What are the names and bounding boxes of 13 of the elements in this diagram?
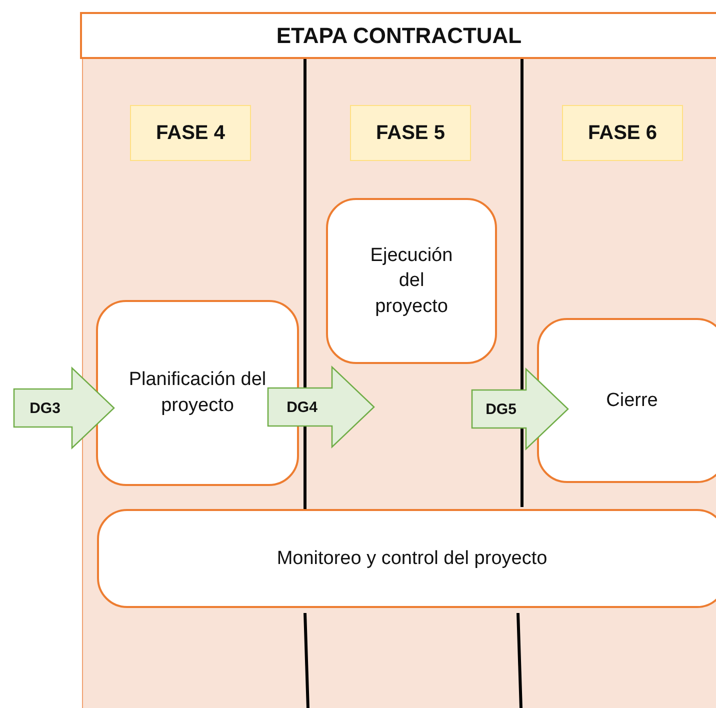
- edge-label: DG5: [484, 400, 518, 419]
- process-box: Ejecución del proyecto: [326, 198, 497, 364]
- process-box: Cierre: [537, 318, 716, 483]
- edge-label: DG4: [286, 398, 318, 417]
- block-arrow: [267, 365, 375, 449]
- process-box: Monitoreo y control del proyecto: [97, 509, 716, 608]
- phase-label: FASE 5: [350, 105, 471, 161]
- block-arrow: [471, 367, 569, 451]
- stage-header: ETAPA CONTRACTUAL: [80, 12, 716, 59]
- phase-label: FASE 4: [130, 105, 251, 161]
- phase-label: FASE 6: [562, 105, 683, 161]
- block-arrow: [13, 366, 115, 450]
- edge-label: DG3: [28, 398, 62, 418]
